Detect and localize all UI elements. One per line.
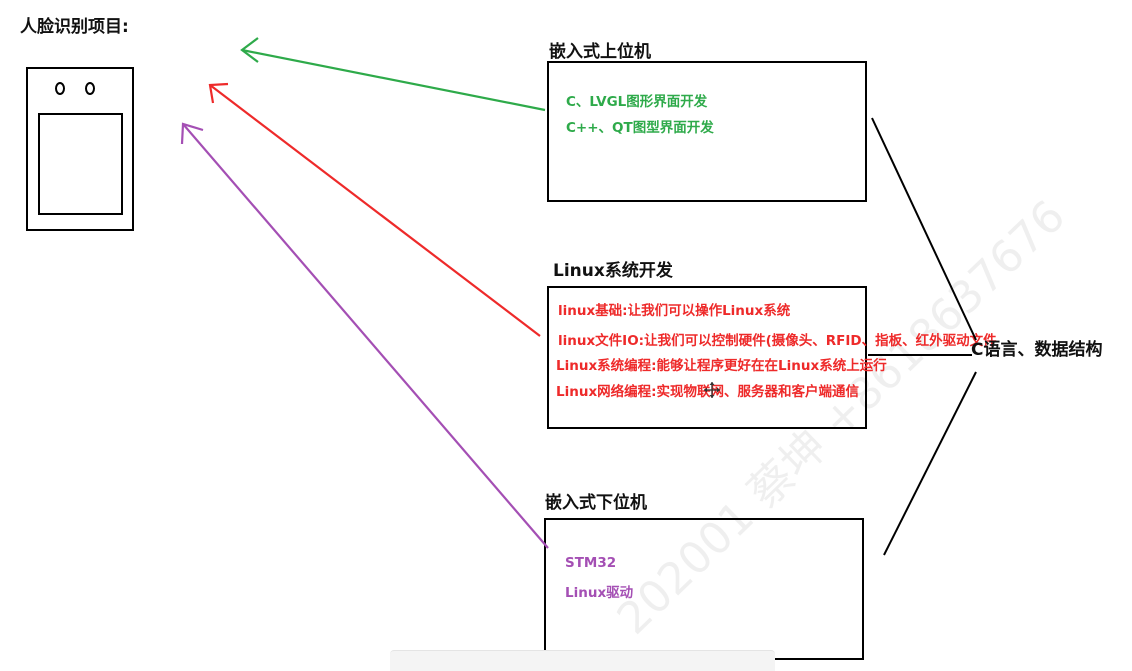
linux-heading: Linux系统开发 [553, 261, 673, 281]
device-sketch [26, 67, 134, 231]
arrow-upper-line [241, 48, 546, 112]
arrow-upper-head-icon [240, 37, 259, 63]
arrow-lower-line [182, 123, 549, 549]
arrow-lower-head-icon [180, 122, 204, 145]
linux-line-2: linux文件IO:让我们可以控制硬件(摄像头、RFID、指板、红外驱动文件 [558, 333, 997, 349]
camera-lens-right-icon [85, 82, 95, 95]
linux-line-3: Linux系统编程:能够让程序更好在在Linux系统上运行 [556, 358, 887, 374]
linux-line-1: linux基础:让我们可以操作Linux系统 [558, 303, 791, 319]
lower-line-1: STM32 [565, 555, 617, 571]
arrow-linux-head-icon [208, 82, 229, 104]
upper-heading: 嵌入式上位机 [549, 42, 651, 62]
upper-line-1: C、LVGL图形界面开发 [566, 94, 708, 110]
lower-heading: 嵌入式下位机 [545, 493, 647, 513]
device-screen [38, 113, 123, 215]
arrow-linux-line [209, 84, 541, 337]
upper-line-2: C++、QT图型界面开发 [566, 120, 714, 136]
project-title: 人脸识别项目: [20, 17, 129, 37]
camera-lens-left-icon [55, 82, 65, 95]
lower-line-2: Linux驱动 [565, 585, 634, 601]
foundation-label: C语言、数据结构 [971, 340, 1103, 360]
bottom-toolbar [390, 650, 775, 671]
linux-line-4: Linux网络编程:实现物联网、服务器和客户端通信 [556, 384, 860, 400]
